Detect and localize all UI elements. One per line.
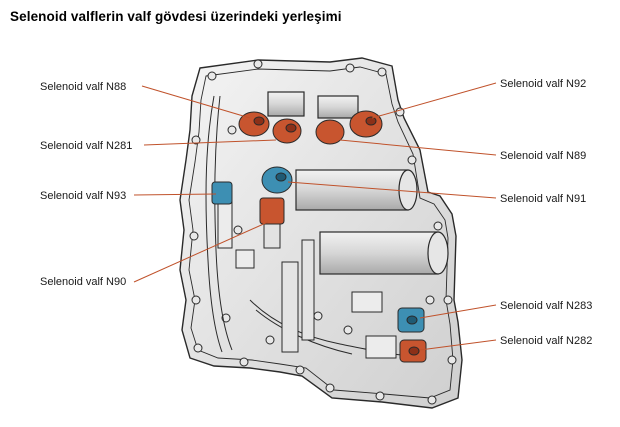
label-n283: Selenoid valf N283 [500,300,593,312]
solenoid-n281 [272,118,302,144]
label-n92: Selenoid valf N92 [500,78,587,90]
leader-n89 [339,139,497,156]
label-n88: Selenoid valf N88 [40,81,127,93]
label-n282: Selenoid valf N282 [500,335,593,347]
leader-n92 [371,82,497,119]
solenoid-n88 [238,111,270,137]
diagram-title: Selenoid valflerin valf gövdesi üzerinde… [10,9,342,24]
solenoid-n283 [397,307,425,333]
internal-wiring [205,95,421,359]
leader-n282 [419,339,497,351]
solenoid-n282 [399,339,427,363]
accumulator-cylinders [267,91,449,275]
solenoid-n91 [261,166,293,194]
solenoid-n90 [259,197,285,249]
leader-n88 [141,85,251,119]
leader-lines [133,82,497,351]
leader-n93 [133,193,217,196]
label-n89: Selenoid valf N89 [500,150,587,162]
leader-n91 [287,181,497,199]
leader-n283 [419,304,497,319]
label-n281: Selenoid valf N281 [40,140,133,152]
label-n93: Selenoid valf N93 [40,190,127,202]
label-n90: Selenoid valf N90 [40,276,127,288]
leader-n281 [143,139,277,146]
label-n91: Selenoid valf N91 [500,193,587,205]
solenoid-n93 [211,181,233,205]
leader-n90 [133,221,269,283]
